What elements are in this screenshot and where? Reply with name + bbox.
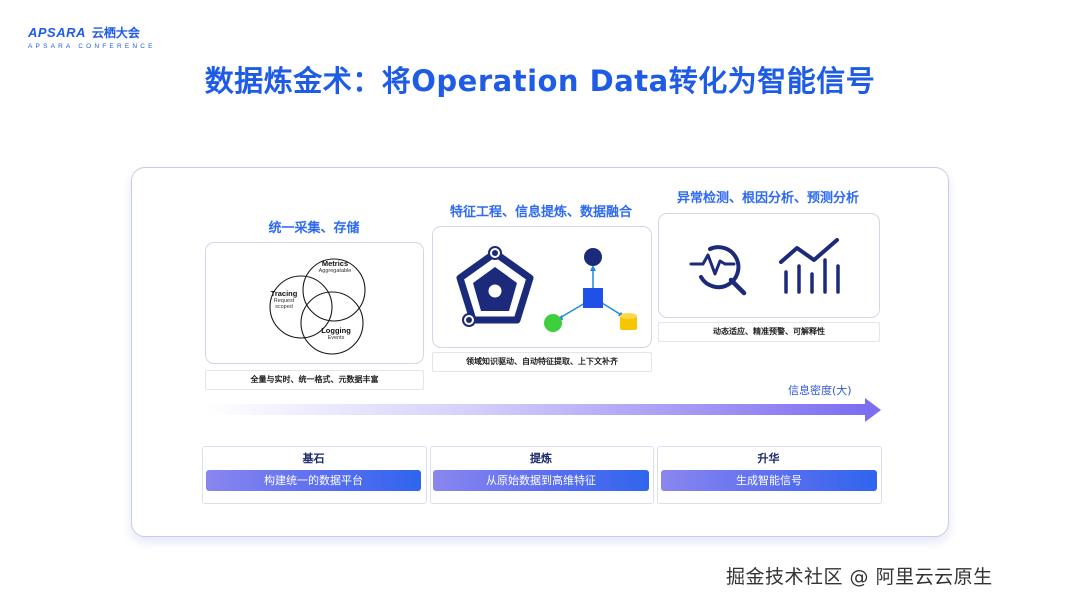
stage-label-refine: 提炼	[530, 452, 552, 465]
venn-diagram	[269, 258, 366, 355]
trend-chart-icon	[779, 238, 840, 294]
venn-tracing-label: Tracing Request scoped	[270, 289, 298, 310]
logging-circle	[300, 291, 364, 355]
section-title-collect: 统一采集、存储	[268, 221, 360, 236]
section-title-feature: 特征工程、信息提炼、数据融合	[449, 205, 632, 220]
stage-bar-refine: 从原始数据到高维特征	[433, 470, 649, 491]
venn-logging-label: Logging Events	[321, 326, 351, 341]
analysis-box	[658, 213, 880, 318]
magnify-pulse-icon	[689, 245, 747, 296]
logo-subtitle: APSARA CONFERENCE	[28, 43, 156, 50]
logo-chinese: 云栖大会	[91, 26, 140, 40]
caption-feature: 领域知识驱动、自动特征提取、上下文补齐	[432, 352, 652, 372]
feature-box	[432, 226, 652, 348]
section-title-analysis: 异常检测、根因分析、预测分析	[676, 191, 859, 206]
footer-watermark: 掘金技术社区 @ 阿里云云原生	[726, 566, 993, 588]
slide-title: 数据炼金术：将Operation Data转化为智能信号	[204, 64, 876, 98]
density-label: 信息密度(大)	[788, 384, 852, 397]
pentagon-shield-icon	[456, 246, 534, 327]
stage-bar-foundation: 构建统一的数据平台	[206, 470, 421, 491]
venn-metrics-label: Metrics Aggregatable	[318, 259, 352, 274]
caption-analysis: 动态适应、精准预警、可解释性	[658, 322, 880, 342]
stage-bar-elevate: 生成智能信号	[661, 470, 877, 491]
feature-graph-icon	[544, 248, 637, 332]
stage-label-elevate: 升华	[757, 452, 780, 465]
density-arrow	[205, 398, 881, 422]
tracing-circle	[269, 275, 333, 339]
caption-collect: 全量与实时、统一格式、元数据丰富	[205, 370, 424, 390]
logo-mark: APSARA	[28, 25, 86, 40]
metrics-circle	[302, 258, 366, 322]
venn-box: Metrics Aggregatable Tracing Request sco…	[205, 242, 424, 364]
apsara-logo: APSARA 云栖大会 APSARA CONFERENCE	[28, 24, 156, 50]
stage-label-foundation: 基石	[302, 452, 325, 465]
